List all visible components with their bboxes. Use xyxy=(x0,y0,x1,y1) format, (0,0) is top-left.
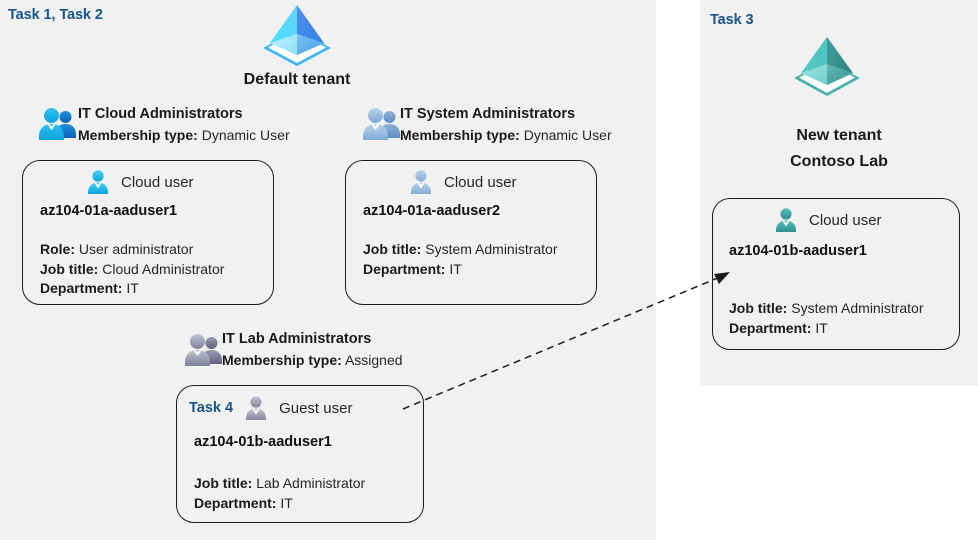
group-membership-label: Membership type: xyxy=(78,127,198,143)
azure-ad-tenant-icon-new xyxy=(790,34,864,98)
group-membership-value: Dynamic User xyxy=(523,127,612,143)
attr-job-title: Job title: Lab Administrator xyxy=(194,474,365,494)
attr-value: IT xyxy=(815,319,828,336)
card-header: Cloud user xyxy=(408,169,517,195)
user-attributes: Job title: System Administrator Departme… xyxy=(363,240,558,279)
attr-label: Job title: xyxy=(363,241,422,257)
group-membership: Membership type: Dynamic User xyxy=(400,126,612,145)
new-tenant-name-line1: New tenant xyxy=(796,127,882,144)
group-users-icon-system-admins xyxy=(362,107,402,141)
attr-department: Department: IT xyxy=(363,260,558,280)
attr-job-title: Job title: System Administrator xyxy=(363,240,558,260)
group-membership-value: Dynamic User xyxy=(201,127,290,143)
card-task-label: Task 4 xyxy=(189,400,234,416)
group-membership: Membership type: Assigned xyxy=(222,351,403,370)
user-card-az104-01a-aaduser2[interactable]: Cloud user az104-01a-aaduser2 Job title:… xyxy=(345,160,597,305)
attr-label: Role: xyxy=(40,241,75,257)
cloud-user-icon xyxy=(773,207,799,233)
task-label-left: Task 1, Task 2 xyxy=(8,7,103,23)
attr-label: Department: xyxy=(194,494,277,511)
attr-job-title: Job title: System Administrator xyxy=(729,299,924,319)
card-header: Cloud user xyxy=(85,169,194,195)
new-tenant-name-line2: Contoso Lab xyxy=(790,153,888,170)
group-name: IT Lab Administrators xyxy=(222,331,372,347)
group-membership-value: Assigned xyxy=(344,352,403,368)
attr-department: Department: IT xyxy=(40,279,224,299)
user-attributes: Job title: System Administrator Departme… xyxy=(729,299,924,338)
attr-department: Department: IT xyxy=(194,494,365,514)
user-card-az104-01b-aaduser1-guest[interactable]: Task 4 Guest user az104-01b-aaduser1 Job… xyxy=(176,385,424,523)
group-users-icon-cloud-admins xyxy=(38,107,78,141)
user-type-label: Cloud user xyxy=(444,173,517,191)
attr-value: Lab Administrator xyxy=(256,475,366,491)
attr-value: System Administrator xyxy=(425,241,558,257)
attr-value: User administrator xyxy=(78,241,194,257)
group-it-lab-administrators: IT Lab Administrators Membership type: A… xyxy=(222,330,403,370)
attr-value: IT xyxy=(449,260,462,277)
attr-label: Department: xyxy=(729,319,812,336)
cloud-user-icon xyxy=(408,169,434,195)
attr-value: IT xyxy=(126,280,139,296)
user-upn: az104-01a-aaduser2 xyxy=(363,203,501,219)
attr-label: Job title: xyxy=(194,475,253,491)
attr-department: Department: IT xyxy=(729,319,924,339)
attr-value: System Administrator xyxy=(791,300,924,316)
user-upn: az104-01b-aaduser1 xyxy=(729,243,867,259)
card-header: Cloud user xyxy=(773,207,882,233)
user-card-az104-01b-aaduser1-cloud[interactable]: Cloud user az104-01b-aaduser1 Job title:… xyxy=(712,198,960,350)
attr-label: Job title: xyxy=(40,260,99,277)
task-label-right: Task 3 xyxy=(710,12,754,28)
user-type-label: Cloud user xyxy=(121,173,194,191)
group-membership-label: Membership type: xyxy=(400,127,520,143)
attr-job-title: Job title: Cloud Administrator xyxy=(40,260,224,280)
group-name: IT System Administrators xyxy=(400,106,576,122)
attr-label: Department: xyxy=(40,280,123,296)
user-upn: az104-01b-aaduser1 xyxy=(194,434,332,450)
group-users-icon-lab-admins xyxy=(184,333,224,367)
user-upn: az104-01a-aaduser1 xyxy=(40,203,178,219)
cloud-user-icon xyxy=(85,169,111,195)
attr-label: Job title: xyxy=(729,300,788,316)
group-membership: Membership type: Dynamic User xyxy=(78,126,290,145)
user-card-az104-01a-aaduser1[interactable]: Cloud user az104-01a-aaduser1 Role: User… xyxy=(22,160,274,305)
group-it-cloud-administrators: IT Cloud Administrators Membership type:… xyxy=(78,105,290,145)
default-tenant-name: Default tenant xyxy=(243,71,351,88)
group-name: IT Cloud Administrators xyxy=(78,106,243,122)
card-header: Task 4 Guest user xyxy=(189,395,352,421)
user-type-label: Guest user xyxy=(279,399,353,417)
attr-role: Role: User administrator xyxy=(40,240,224,260)
group-membership-label: Membership type: xyxy=(222,352,342,368)
group-it-system-administrators: IT System Administrators Membership type… xyxy=(400,105,612,145)
default-tenant-panel xyxy=(0,0,656,540)
attr-label: Department: xyxy=(363,260,446,277)
user-attributes: Job title: Lab Administrator Department:… xyxy=(194,474,365,513)
user-type-label: Cloud user xyxy=(809,211,882,229)
guest-user-icon xyxy=(243,395,269,421)
attr-value: Cloud Administrator xyxy=(102,260,225,277)
azure-ad-tenant-icon-default xyxy=(258,2,336,68)
user-attributes: Role: User administrator Job title: Clou… xyxy=(40,240,224,299)
attr-value: IT xyxy=(280,494,293,511)
